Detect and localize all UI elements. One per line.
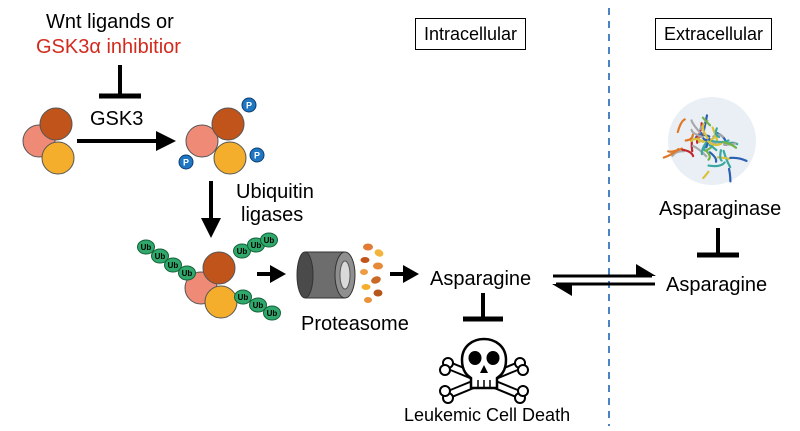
ubiquitin-bead-icon: Ub xyxy=(263,305,281,321)
gsk3-phosphorylation-arrow xyxy=(77,131,176,151)
ubiquitin-bead-icon: Ub xyxy=(151,248,169,264)
svg-text:Ub: Ub xyxy=(251,241,262,250)
svg-text:Ub: Ub xyxy=(182,269,193,278)
proteasome-cylinder-icon xyxy=(296,251,356,299)
proteasome-label: Proteasome xyxy=(301,313,409,335)
protein-complex-icon xyxy=(22,107,75,175)
svg-text:Ub: Ub xyxy=(267,309,278,318)
asparagine-inhibits-death-icon xyxy=(463,293,503,322)
ubiquitin-bead-icon: Ub xyxy=(260,232,278,248)
wnt-inhibits-gsk3-icon xyxy=(99,65,141,99)
phosphorylated-complex-icon: P P P xyxy=(178,97,265,175)
ubiquitination-arrow xyxy=(201,181,221,238)
peptide-fragments-icon xyxy=(360,243,384,303)
svg-text:Ub: Ub xyxy=(238,293,249,302)
gsk3-label: GSK3 xyxy=(90,108,144,130)
skull-crossbones-icon xyxy=(439,337,529,404)
leukemic-cell-death-label: Leukemic Cell Death xyxy=(404,405,571,425)
svg-text:P: P xyxy=(183,158,189,168)
ligases-label: ligases xyxy=(241,204,304,226)
intracellular-asparagine-label: Asparagine xyxy=(430,268,532,290)
asparagine-transport-equilibrium-arrows xyxy=(552,264,656,296)
svg-text:Ub: Ub xyxy=(168,261,179,270)
phospho-group-icon: P xyxy=(249,147,265,163)
wnt-ligands-label: Wnt ligands or xyxy=(46,11,174,33)
gsk3-alpha-inhibitor-label: GSK3α inhibitior xyxy=(36,36,181,58)
ubiquitin-bead-icon: Ub xyxy=(164,257,182,273)
svg-text:Ub: Ub xyxy=(237,247,248,256)
phospho-group-icon: P xyxy=(178,154,194,170)
svg-text:Ub: Ub xyxy=(264,236,275,245)
asparaginase-inhibits-asparagine-icon xyxy=(697,228,739,258)
degradation-arrow xyxy=(257,265,286,283)
extracellular-asparagine-label: Asparagine xyxy=(666,274,768,296)
asparaginase-protein-structure-icon xyxy=(662,97,756,185)
ubiquitin-bead-icon: Ub xyxy=(249,297,267,313)
ubiquitin-bead-icon: Ub xyxy=(178,265,196,281)
extracellular-box: Extracellular xyxy=(655,18,773,50)
ubiquitin-label: Ubiquitin xyxy=(236,181,314,203)
intracellular-box: Intracellular xyxy=(415,18,527,50)
ubiquitin-bead-icon: Ub xyxy=(233,243,251,259)
proteolysis-arrow xyxy=(390,265,419,283)
svg-text:Ub: Ub xyxy=(141,243,152,252)
ubiquitin-bead-icon: Ub xyxy=(137,239,155,255)
svg-text:Ub: Ub xyxy=(155,252,166,261)
svg-text:P: P xyxy=(246,101,252,111)
ubiquitin-bead-icon: Ub xyxy=(234,289,252,305)
svg-text:Ub: Ub xyxy=(253,301,264,310)
phospho-group-icon: P xyxy=(241,97,257,113)
asparaginase-label: Asparaginase xyxy=(659,198,782,220)
svg-text:P: P xyxy=(254,151,260,161)
